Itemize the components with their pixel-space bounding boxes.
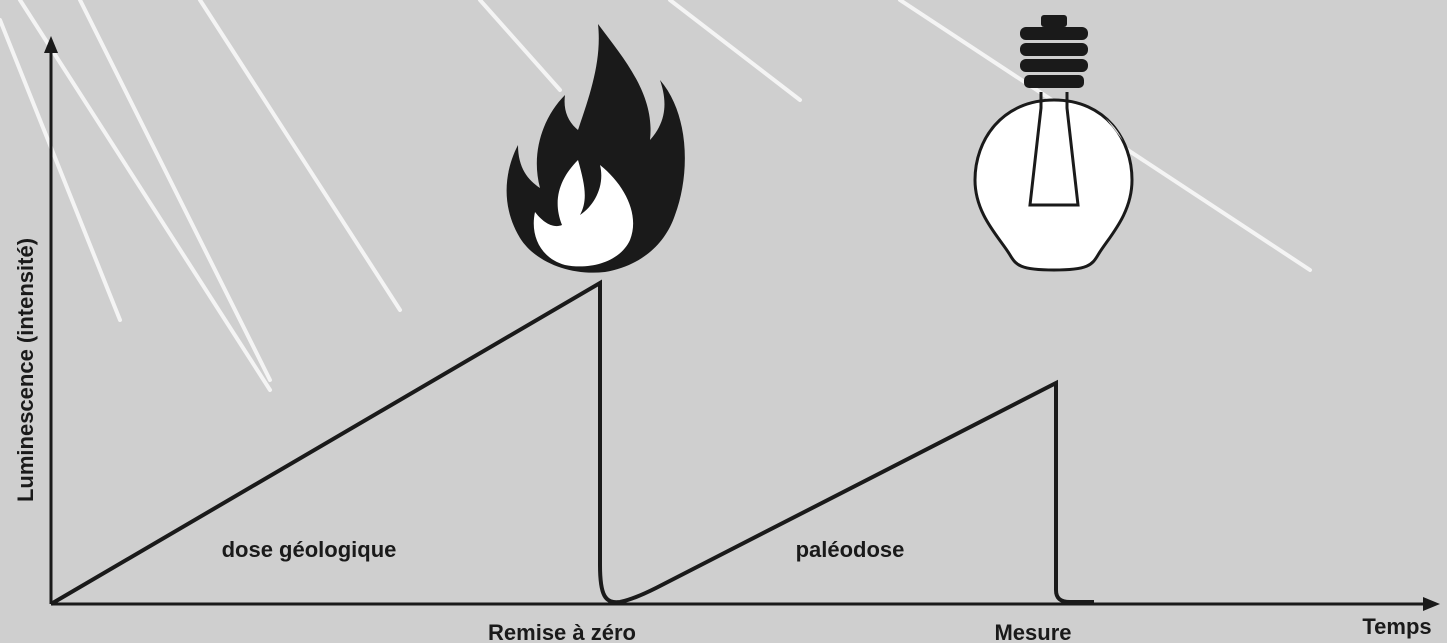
x-axis-label: Temps (1362, 614, 1431, 639)
reset-event-label: Remise à zéro (488, 620, 636, 643)
measure-event-label: Mesure (994, 620, 1071, 643)
axes (49, 50, 1425, 606)
paleodose-label: paléodose (796, 537, 905, 562)
luminescence-curve (49, 279, 1094, 606)
y-axis-arrow-icon (44, 36, 58, 53)
geological-dose-label: dose géologique (222, 537, 397, 562)
flame-icon (506, 24, 685, 273)
y-axis-label: Luminescence (intensité) (13, 238, 38, 502)
light-bulb-icon (973, 15, 1134, 272)
x-axis-arrow-icon (1423, 597, 1440, 611)
